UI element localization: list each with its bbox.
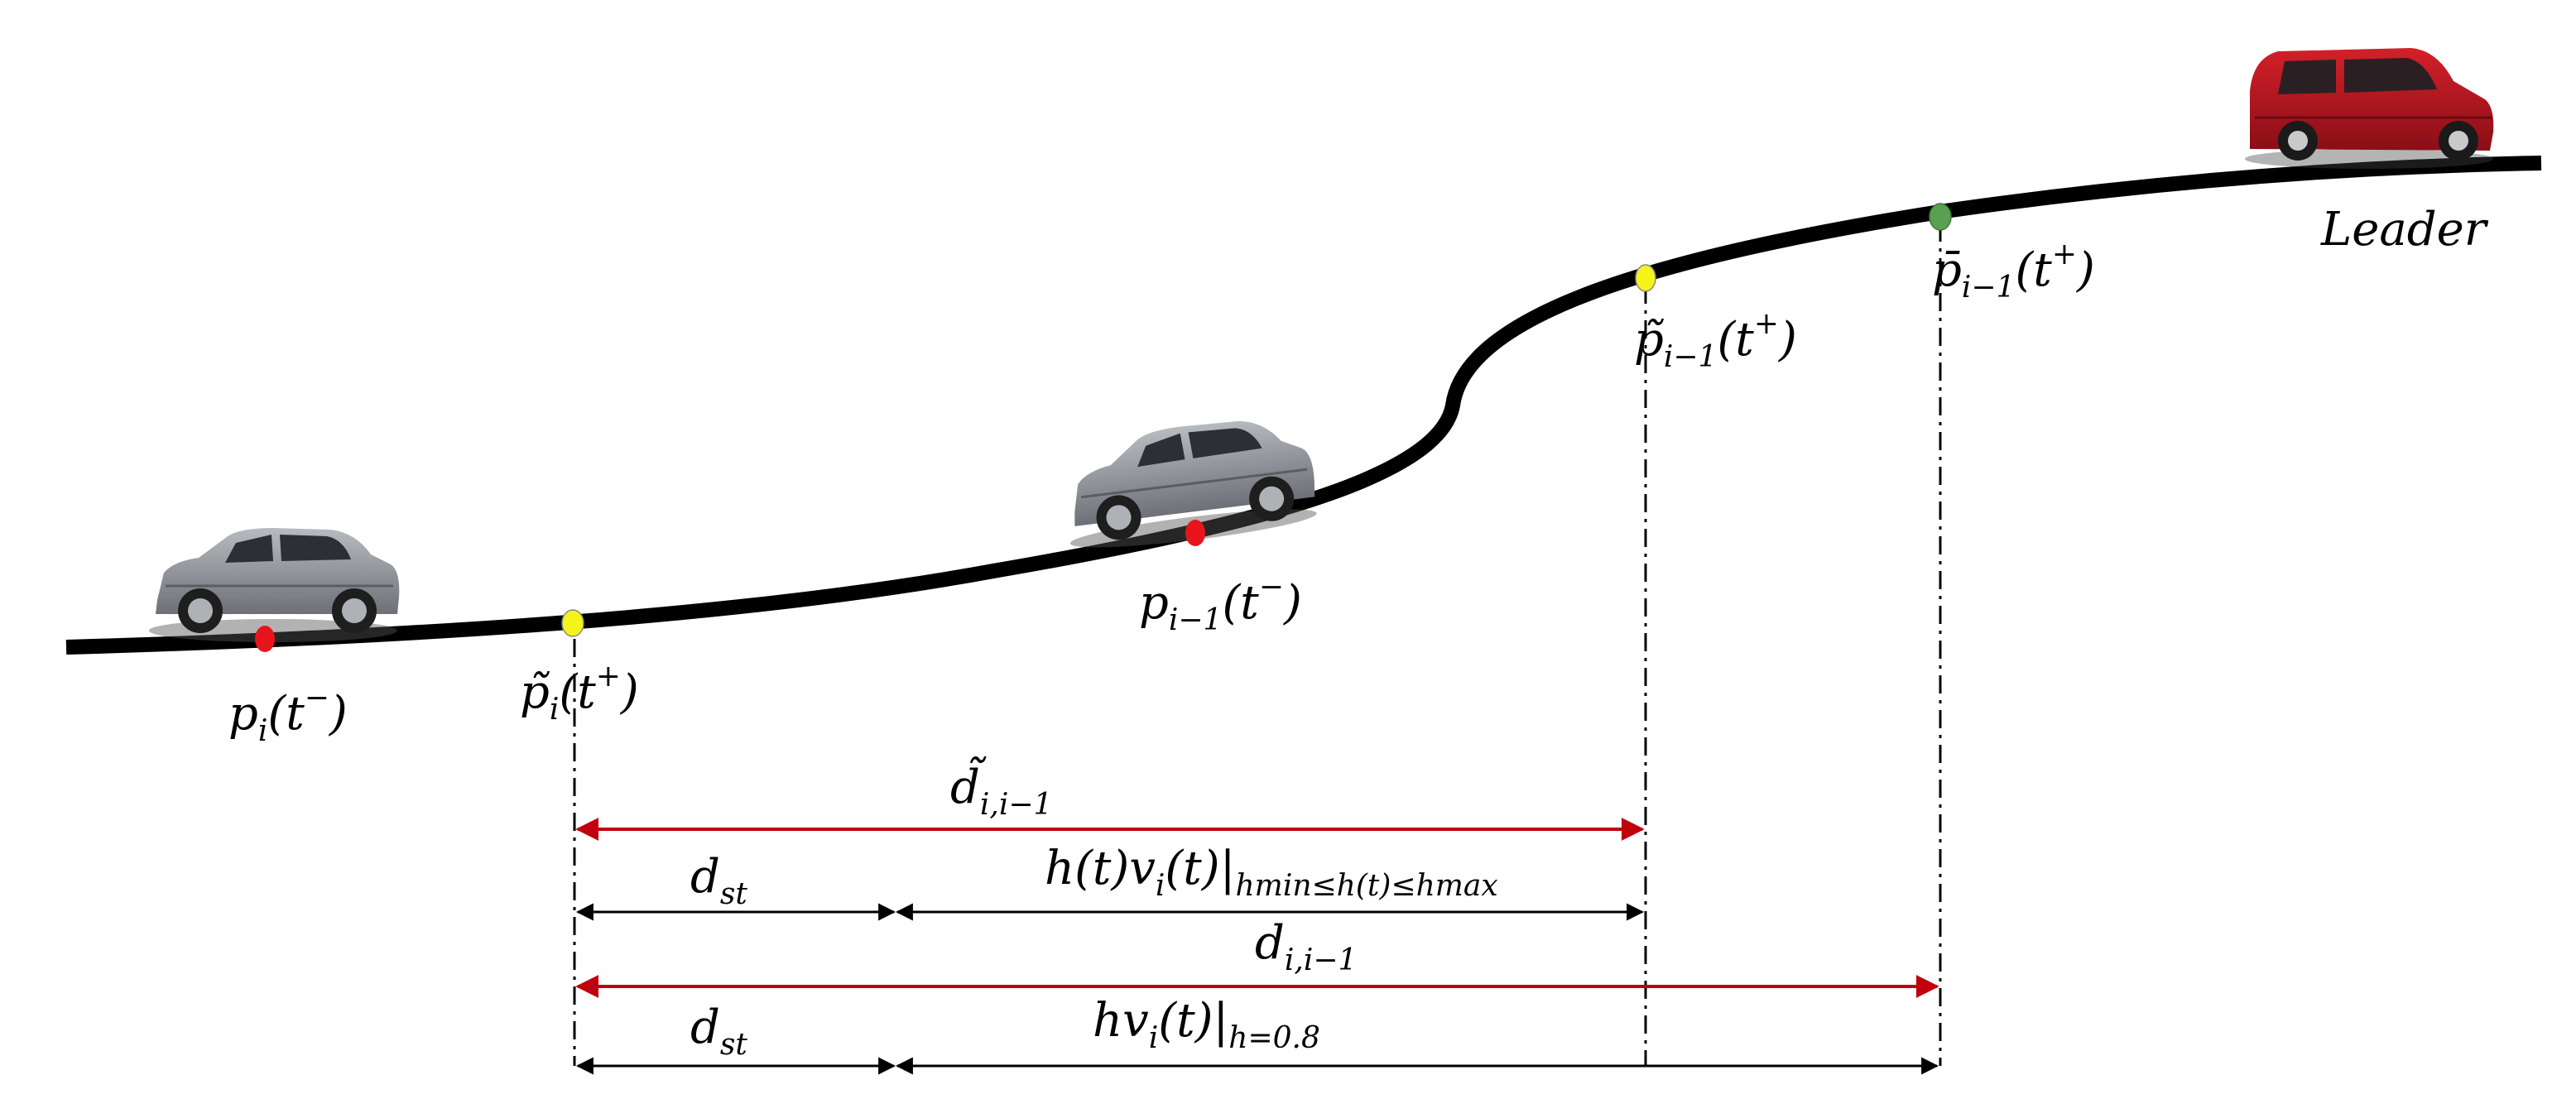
- label-d-tilde: d̃i,i−1: [950, 761, 1053, 822]
- marker-p-tilde-im1-plus: [1635, 264, 1656, 292]
- marker-p-bar-im1-plus: [1929, 203, 1952, 231]
- label-p-bar-im1-plus: p̄i−1(t+): [1932, 238, 2095, 305]
- marker-p-tilde-i-plus: [561, 609, 584, 637]
- label-d-actual: di,i−1: [1255, 916, 1358, 977]
- label-h-const-term: hvi(t)|h=0.8: [1093, 994, 1320, 1055]
- marker-p-im1-minus: [1185, 520, 1205, 546]
- grey-suv-icon: [149, 528, 400, 642]
- label-p-im1-minus: pi−1(t−): [1139, 570, 1302, 637]
- label-d-st-1: dst: [690, 850, 747, 911]
- label-d-st-2: dst: [690, 1001, 747, 1062]
- label-h-var-term: h(t)vi(t)|hmin≤h(t)≤hmax: [1045, 842, 1498, 903]
- label-p-tilde-im1-plus: p̃i−1(t+): [1634, 307, 1797, 374]
- grey-suv-icon: [1069, 420, 1317, 548]
- red-hatchback-icon: [2245, 48, 2494, 169]
- label-p-tilde-i-plus: p̃i(t+): [520, 660, 639, 727]
- label-p-i-minus: pi(t−): [228, 681, 348, 748]
- road: [65, 156, 2542, 655]
- marker-p-i-minus: [255, 626, 275, 652]
- label-leader: Leader: [2321, 203, 2487, 257]
